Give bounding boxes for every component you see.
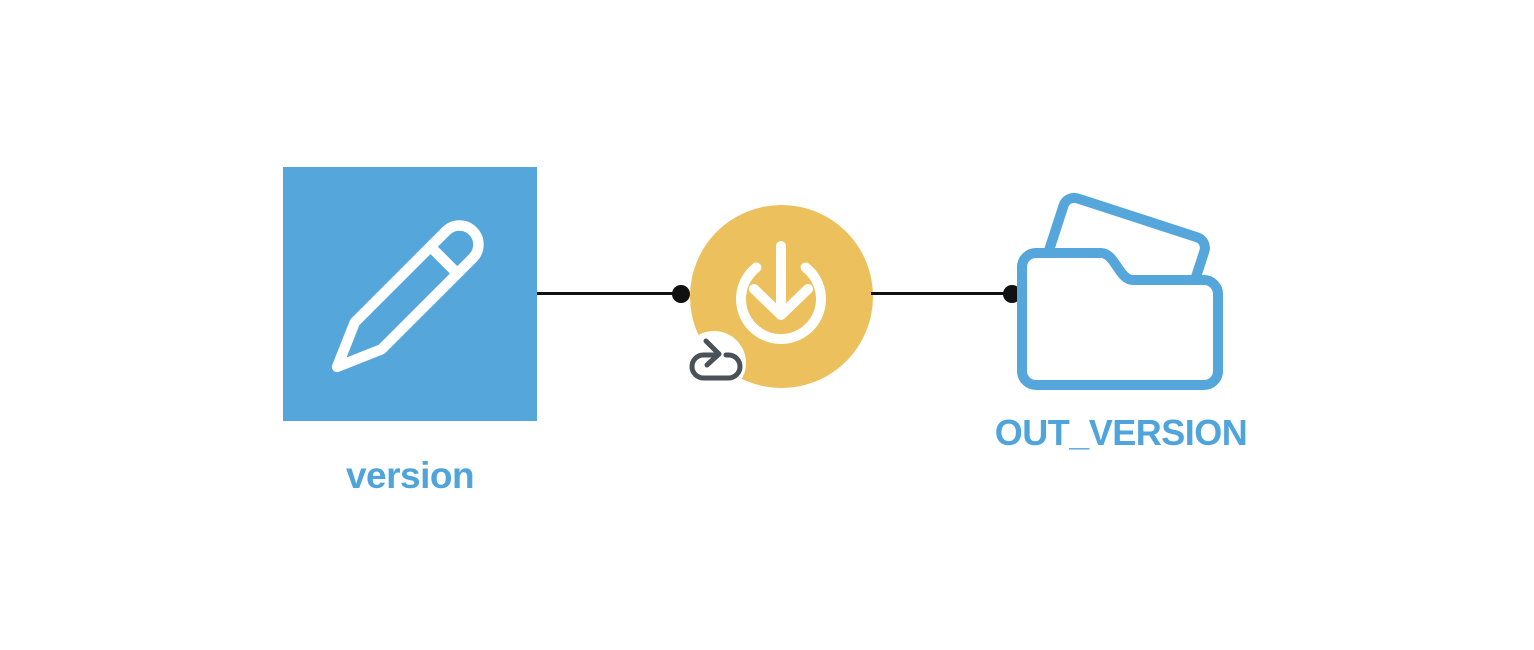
download-icon — [736, 241, 826, 345]
dataset-label: version — [345, 455, 475, 496]
connector-dot-recipe-input — [672, 285, 690, 303]
folder-icon — [1017, 192, 1223, 390]
loop-badge — [682, 331, 746, 395]
dataset-node-version[interactable] — [283, 167, 537, 421]
pencil-icon — [331, 220, 484, 373]
folder-node-out-version[interactable] — [1015, 185, 1225, 395]
connector-dot-folder-input — [1003, 285, 1021, 303]
loop-icon — [689, 338, 743, 381]
folder-label: OUT_VERSION — [994, 412, 1248, 453]
edge-dataset-to-recipe — [537, 292, 681, 295]
edge-recipe-to-folder — [871, 292, 1012, 295]
